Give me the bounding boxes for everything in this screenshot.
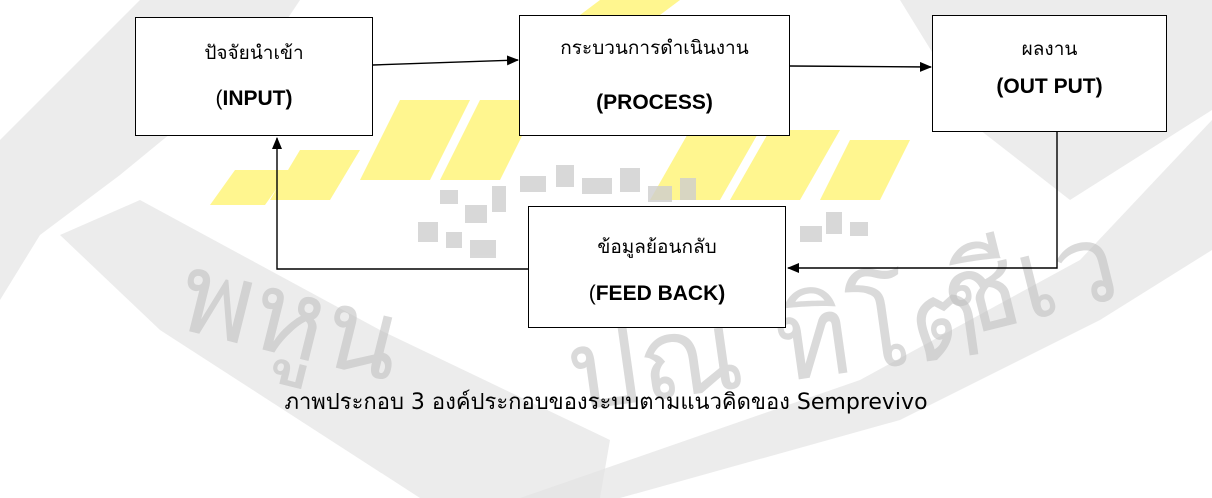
node-feedback-label-th: ข้อมูลย้อนกลับ (597, 236, 717, 258)
node-process: กระบวนการดำเนินงาน (PROCESS) (519, 15, 790, 136)
node-feedback-paren-open: ( (588, 282, 596, 305)
node-output-label-th: ผลงาน (1021, 38, 1078, 60)
node-input: ปัจจัยนำเข้า (INPUT) (135, 17, 373, 136)
node-process-label-th: กระบวนการดำเนินงาน (560, 37, 749, 59)
node-feedback-label-en: FEED BACK (595, 282, 719, 305)
watermark-band-right (520, 120, 1212, 498)
watermark-band-bottom (60, 200, 610, 498)
node-feedback-paren-close: ) (718, 282, 726, 305)
node-output: ผลงาน (OUT PUT) (932, 15, 1167, 132)
node-process-label-en: (PROCESS) (596, 91, 713, 114)
node-input-paren-close: ) (285, 87, 293, 110)
node-input-label-en-line: (INPUT) (136, 87, 372, 111)
node-input-paren-open: ( (215, 87, 223, 110)
figure-caption: ภาพประกอบ 3 องค์ประกอบของระบบตามแนวคิดขอ… (284, 390, 928, 415)
node-input-label-en: INPUT (222, 87, 286, 110)
node-input-label-th: ปัจจัยนำเข้า (204, 42, 304, 64)
node-output-label-en: (OUT PUT) (996, 75, 1103, 98)
node-feedback: ข้อมูลย้อนกลับ (FEED BACK) (528, 206, 786, 328)
node-feedback-label-en-line: (FEED BACK) (529, 282, 785, 306)
